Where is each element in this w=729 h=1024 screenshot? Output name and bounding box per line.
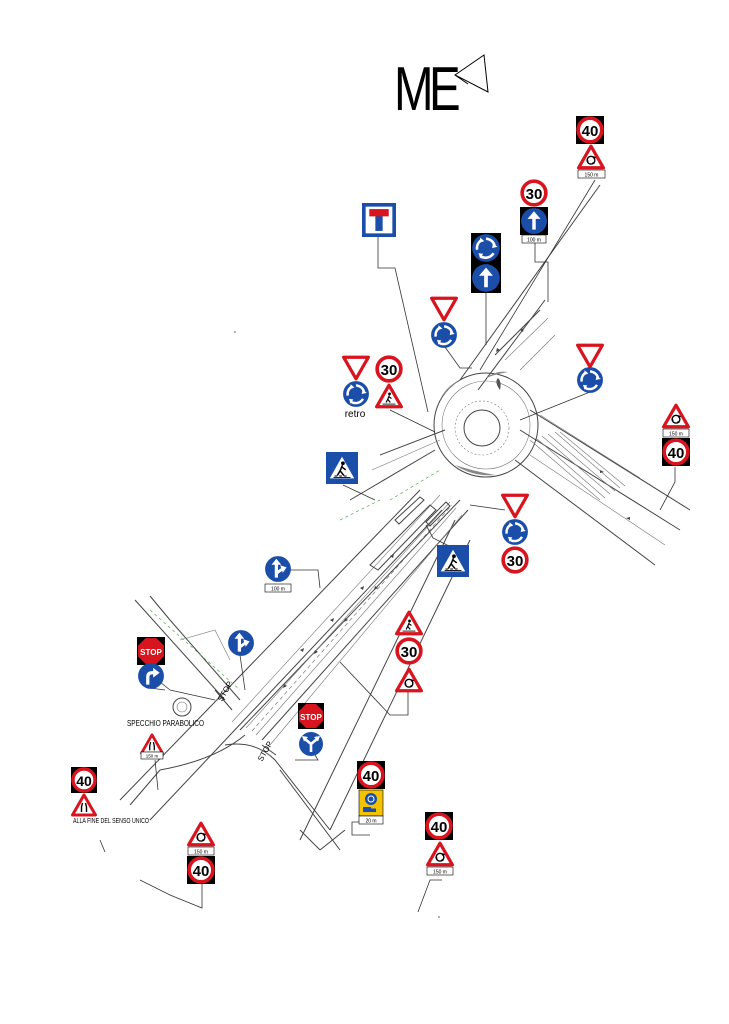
mandatory-turn-right-sign <box>137 662 165 690</box>
sign-group-bottom-right: 40 150 m <box>425 812 454 876</box>
end-of-one-way-label: ALLA FINE DEL SENSO UNICO <box>73 818 149 825</box>
give-way-sign <box>342 355 370 381</box>
distance-150-label: 150 m <box>585 173 599 179</box>
distance-plate <box>187 846 215 856</box>
sign-group-left-pass: 100 m <box>264 555 292 593</box>
distance-100-label: 100 m <box>527 238 541 244</box>
distance-plate <box>358 815 384 825</box>
distance-plate <box>662 428 690 438</box>
north-arrow: ME <box>394 54 489 124</box>
sign-group-east-warning: 150 m 40 <box>662 405 690 466</box>
speed-limit-40-value: 40 <box>76 773 92 789</box>
sign-group-pass-right <box>227 629 255 657</box>
distance-plate <box>140 751 164 760</box>
mandatory-roundabout-sign <box>430 321 458 349</box>
mandatory-roundabout-sign <box>501 518 529 546</box>
distance-plate <box>521 234 547 244</box>
warning-pedestrian-crossing-sign <box>377 385 402 407</box>
distance-150-label: 150 m <box>146 754 159 759</box>
warning-pedestrian-crossing-sign <box>397 612 422 634</box>
mandatory-roundabout-sign <box>342 380 370 408</box>
mandatory-straight-sign <box>520 207 548 235</box>
warning-roundabout-sign <box>428 843 453 865</box>
pedestrian-crossing-icon <box>326 452 358 484</box>
stop-sign-text: STOP <box>140 648 162 657</box>
sign-group-crossing-e <box>437 545 469 577</box>
speed-limit-30-value: 30 <box>507 553 524 570</box>
stop-sign-text: STOP <box>300 713 322 722</box>
speed-limit-40-value: 40 <box>193 863 210 880</box>
distance-150-label: 150 m <box>194 850 208 856</box>
sign-group-bottom-info: 40 20 m <box>357 761 385 825</box>
warning-roundabout-sign <box>397 669 422 691</box>
distance-150-label: 150 m <box>433 870 447 876</box>
warning-road-narrows-sign <box>73 795 96 815</box>
distance-150-label: 150 m <box>669 432 683 438</box>
distance-plate <box>264 583 292 593</box>
speed-limit-40-value: 40 <box>668 445 685 462</box>
warning-roundabout-sign <box>664 405 689 427</box>
no-through-road-icon <box>362 203 396 237</box>
warning-roundabout-sign <box>189 823 214 845</box>
pedestrian-crossing-icon <box>437 545 469 577</box>
road-linework <box>119 184 691 918</box>
sign-group-dead-end <box>362 203 396 237</box>
speed-limit-30-value: 30 <box>381 362 398 379</box>
speed-limit-30-value: 30 <box>526 186 543 203</box>
sign-group-bottom-roundabout: 150 m 40 <box>187 823 215 884</box>
sign-group-north-30: 30 100 m <box>520 179 548 244</box>
speed-limit-40-value: 40 <box>363 768 380 785</box>
distance-100-label: 100 m <box>271 587 285 593</box>
give-way-sign <box>501 493 529 519</box>
pass-right-or-straight-sign <box>227 629 255 657</box>
speed-limit-40-value: 40 <box>431 819 448 836</box>
road-marking-stop-west: STOP <box>216 680 235 703</box>
sign-group-stop-west: STOP <box>137 637 165 690</box>
retro-label: retro <box>345 409 366 420</box>
give-way-sign <box>430 296 458 322</box>
sign-group-mirror: SPECCHIO PARABOLICO <box>127 718 204 728</box>
road-stop-markings: STOP STOP <box>216 680 275 763</box>
keep-left-or-right-sign <box>298 731 324 757</box>
mandatory-straight-sign <box>471 263 501 293</box>
mandatory-roundabout-sign <box>471 233 501 263</box>
sign-group-south-roundabout: 30 <box>501 493 529 574</box>
sign-group-west-approach: 30 retro <box>342 355 403 420</box>
sign-group-yield-roundabout-e <box>576 343 604 394</box>
sign-group-narrowing: 150 m <box>140 735 164 760</box>
sign-group-end-one-way: 40 ALLA FINE DEL SENSO UNICO <box>71 767 149 825</box>
sign-group-mid-warning: 30 <box>395 612 423 691</box>
pass-right-or-straight-sign <box>264 555 292 583</box>
distance-plate <box>426 866 454 876</box>
parabolic-mirror-label: SPECCHIO PARABOLICO <box>127 718 204 728</box>
sign-group-crossing-w <box>326 452 358 484</box>
mandatory-roundabout-sign <box>576 366 604 394</box>
sign-group-north-roundabout <box>471 233 501 293</box>
north-arrow-label: ME <box>394 55 459 124</box>
warning-road-narrows-sign <box>141 735 162 753</box>
sign-group-stop-east: STOP <box>298 703 324 757</box>
leader-lines <box>99 179 676 913</box>
give-way-sign <box>576 343 604 369</box>
sign-group-yield-roundabout-n <box>430 296 458 349</box>
speed-limit-30-value: 30 <box>401 644 418 661</box>
distance-plate <box>577 169 606 179</box>
warning-roundabout-sign <box>579 146 604 168</box>
distance-20-label: 20 m <box>365 819 376 825</box>
sign-group-ne-top: 40 150 m <box>576 116 606 179</box>
speed-limit-40-value: 40 <box>582 123 599 140</box>
